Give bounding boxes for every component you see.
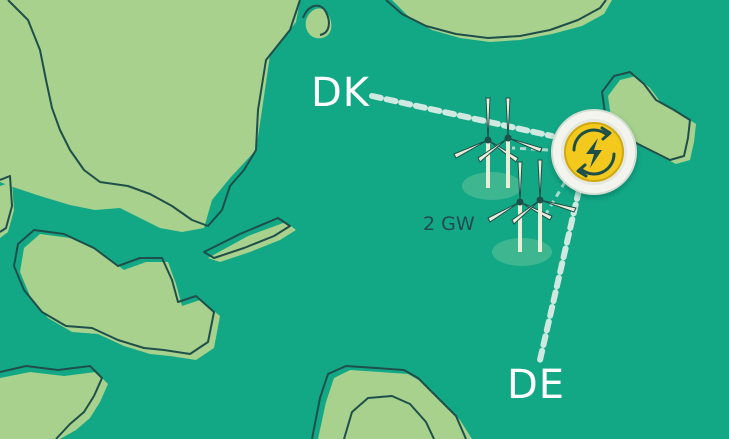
wind-turbine-icon <box>487 161 553 252</box>
cable-lines <box>369 93 582 363</box>
wind-turbine-icon <box>453 97 519 188</box>
wind-turbine-icon <box>511 159 577 252</box>
power-hub-icon <box>551 109 637 195</box>
wind-farm <box>453 97 577 266</box>
landmass-south <box>311 365 472 439</box>
turbine-shadow <box>462 172 522 200</box>
capacity-label: 2 GW <box>423 213 475 235</box>
landmass-north <box>385 0 612 42</box>
wind-turbine-icon <box>477 97 543 188</box>
country-label-de: DE <box>507 362 566 408</box>
landmass-south-west <box>13 229 220 360</box>
cable-to-dk <box>369 93 555 139</box>
landmass-south-west-lower <box>0 365 108 439</box>
islet-north <box>302 4 332 39</box>
islet-west <box>0 175 14 238</box>
country-label-dk: DK <box>311 70 371 116</box>
land-spit <box>203 217 296 262</box>
landmass-north-west <box>0 0 301 232</box>
cable-to-de <box>537 187 582 363</box>
